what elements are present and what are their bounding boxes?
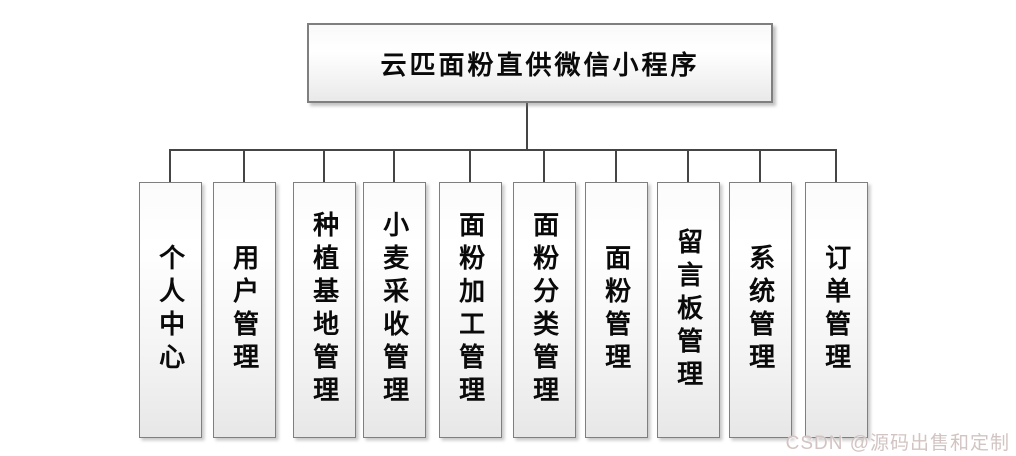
tree-node-label: 用户管理 (229, 244, 260, 376)
tree-node-user-management: 用户管理 (212, 182, 276, 438)
tree-node-order-management: 订单管理 (804, 182, 868, 438)
tree-node-label: 种植基地管理 (309, 211, 340, 409)
tree-node-label: 小麦采收管理 (379, 211, 410, 409)
tree-node-flour-processing-management: 面粉加工管理 (438, 182, 502, 438)
watermark: CSDN @源码出售和定制 (786, 428, 1010, 455)
tree-node-flour-management: 面粉管理 (584, 182, 648, 438)
tree-node-personal-center: 个人中心 (138, 182, 202, 438)
tree-node-label: 面粉分类管理 (529, 211, 560, 409)
root-node: 云匹面粉直供微信小程序 (307, 23, 773, 103)
tree-node-message-board-management: 留言板管理 (656, 182, 720, 438)
tree-node-label: 面粉加工管理 (455, 211, 486, 409)
watermark-text: CSDN @源码出售和定制 (785, 433, 1010, 454)
tree-node-label: 留言板管理 (673, 227, 704, 393)
tree-node-flour-category-management: 面粉分类管理 (512, 182, 576, 438)
tree-node-label: 个人中心 (155, 244, 186, 376)
tree-node-planting-base-management: 种植基地管理 (292, 182, 356, 438)
tree-node-system-management: 系统管理 (728, 182, 792, 438)
tree-node-label: 订单管理 (821, 244, 852, 376)
tree-node-wheat-harvest-management: 小麦采收管理 (362, 182, 426, 438)
root-node-label: 云匹面粉直供微信小程序 (380, 49, 700, 80)
tree-node-label: 系统管理 (745, 244, 776, 376)
tree-node-label: 面粉管理 (601, 244, 632, 376)
